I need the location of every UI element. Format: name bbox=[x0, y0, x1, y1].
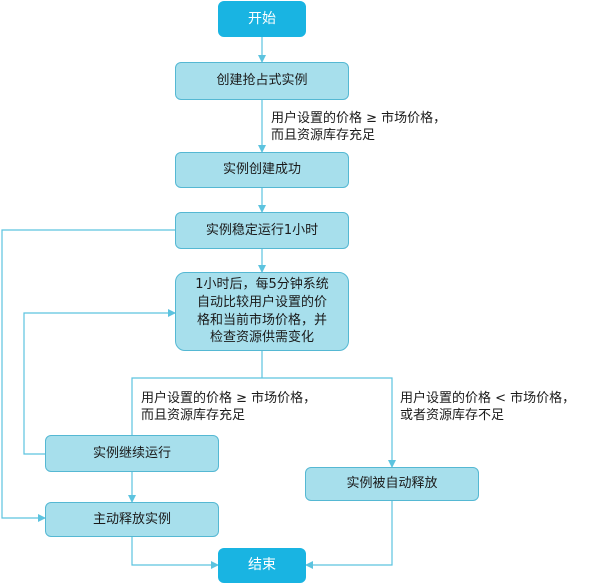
continue-run-node: 实例继续运行 bbox=[45, 435, 219, 472]
continue-run-label: 实例继续运行 bbox=[92, 445, 171, 461]
condition-price-low-line-1: 用户设置的价格 < 市场价格， bbox=[400, 391, 576, 406]
condition-price-ok-top-line-2: 而且资源库存充足 bbox=[271, 127, 376, 143]
condition-price-low-line-2: 或者资源库存不足 bbox=[400, 407, 505, 423]
start-label: 开始 bbox=[248, 10, 276, 27]
edge-continue-loop bbox=[23, 309, 176, 455]
create-spot-instance-label: 创建抢占式实例 bbox=[216, 73, 308, 89]
price-compare-line-2: 自动比较用户设置的价 bbox=[196, 294, 327, 310]
manual-release-node: 主动释放实例 bbox=[45, 502, 219, 537]
condition-price-ok-mid-line-2: 而且资源库存充足 bbox=[141, 407, 246, 423]
price-compare-node: 1小时后，每5分钟系统 自动比较用户设置的价 格和当前市场价格，并 检查资源供需… bbox=[175, 272, 349, 351]
condition-price-ok-top: 用户设置的价格 ≥ 市场价格， 而且资源库存充足 bbox=[271, 111, 446, 145]
create-success-label: 实例创建成功 bbox=[222, 162, 301, 178]
edge-auto-to-end bbox=[305, 501, 393, 569]
condition-price-ok-top-line-1: 用户设置的价格 ≥ 市场价格， bbox=[271, 111, 447, 126]
manual-release-label: 主动释放实例 bbox=[92, 511, 171, 527]
price-compare-text: 1小时后，每5分钟系统 自动比较用户设置的价 格和当前市场价格，并 检查资源供需… bbox=[195, 276, 329, 346]
start-node: 开始 bbox=[218, 1, 306, 37]
price-compare-line-1: 1小时后，每5分钟系统 bbox=[195, 277, 329, 293]
create-spot-instance-node: 创建抢占式实例 bbox=[175, 62, 349, 100]
edge-stable-to-manual bbox=[1, 229, 175, 522]
auto-release-node: 实例被自动释放 bbox=[305, 467, 479, 501]
stable-run-node: 实例稳定运行1小时 bbox=[175, 212, 349, 249]
auto-release-label: 实例被自动释放 bbox=[346, 476, 438, 492]
price-compare-line-3: 格和当前市场价格，并 bbox=[196, 312, 327, 328]
end-label: 结束 bbox=[248, 557, 276, 574]
price-compare-line-4: 检查资源供需变化 bbox=[209, 330, 314, 346]
stable-run-label: 实例稳定运行1小时 bbox=[205, 222, 319, 238]
edge-manual-to-end bbox=[131, 537, 219, 569]
condition-price-ok-mid: 用户设置的价格 ≥ 市场价格， 而且资源库存充足 bbox=[141, 391, 316, 425]
end-node: 结束 bbox=[218, 548, 306, 583]
condition-price-low: 用户设置的价格 < 市场价格， 或者资源库存不足 bbox=[400, 391, 575, 425]
create-success-node: 实例创建成功 bbox=[175, 152, 349, 188]
condition-price-ok-mid-line-1: 用户设置的价格 ≥ 市场价格， bbox=[141, 391, 317, 406]
